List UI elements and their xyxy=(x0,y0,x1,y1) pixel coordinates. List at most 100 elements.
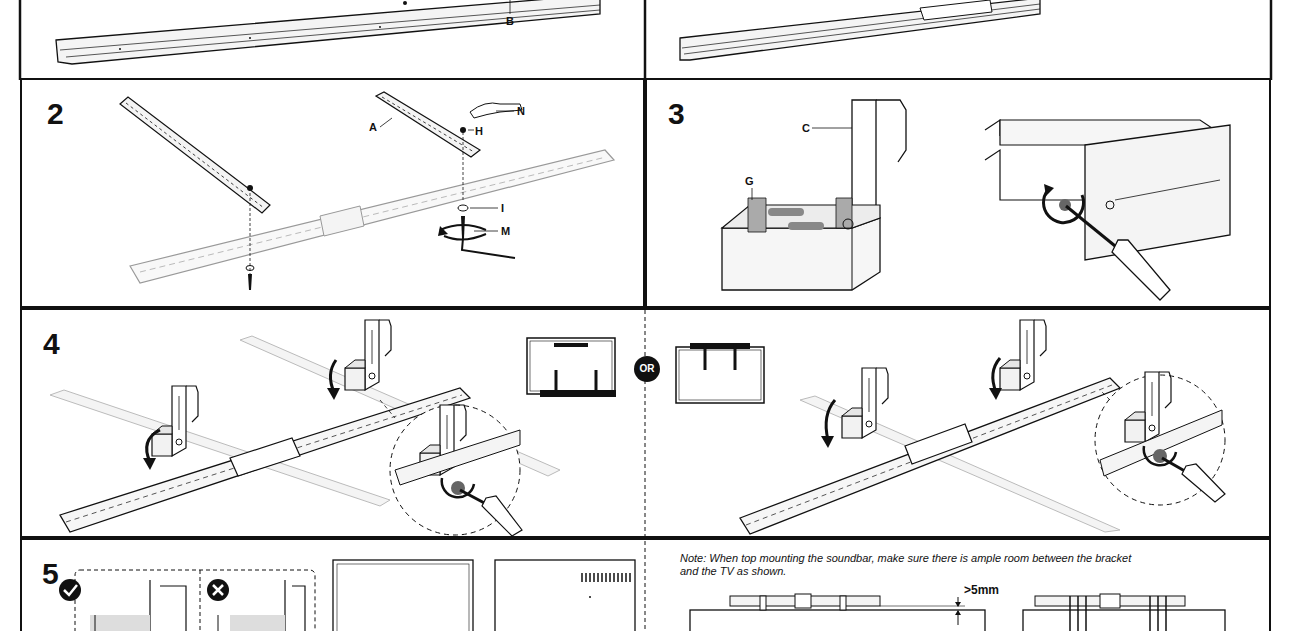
clearance-illustration xyxy=(59,560,1225,631)
clearance-illustration-part xyxy=(95,615,96,631)
clearance-illustration-part xyxy=(333,560,473,631)
part-letter: I xyxy=(501,202,504,214)
rail-assembly-illustration-part xyxy=(676,347,764,403)
bracket-arm-illustration-part xyxy=(250,188,251,280)
panel-grid-part xyxy=(644,0,647,80)
part-letter: C xyxy=(802,122,810,134)
hook-bracket-illustration-part xyxy=(722,218,880,290)
bracket-arm-illustration-part xyxy=(496,111,514,112)
rail-illustration-part xyxy=(119,48,121,50)
rail-assembly-illustration-part xyxy=(230,438,300,476)
clearance-illustration-part xyxy=(495,560,635,631)
rail-illustration-part xyxy=(920,0,992,20)
bracket-arm-illustration-part xyxy=(126,103,264,208)
rail-assembly-illustration-part xyxy=(143,458,156,470)
clearance-illustration-part xyxy=(218,615,219,631)
rail-assembly-illustration xyxy=(50,320,1225,536)
rail-assembly-illustration-part xyxy=(1000,320,1046,390)
rail-illustration-part xyxy=(510,0,511,14)
rail-illustration xyxy=(56,0,1040,64)
clearance-illustration-part xyxy=(589,596,591,598)
rail-assembly-illustration-part xyxy=(821,436,834,448)
rail-assembly-illustration-part xyxy=(740,378,1120,534)
clearance-illustration-part xyxy=(64,585,77,595)
rail-assembly-illustration-part xyxy=(1100,410,1222,476)
rail-assembly-illustration-part xyxy=(395,430,520,485)
rail-illustration-part xyxy=(680,0,1040,60)
rail-assembly-illustration-part xyxy=(690,343,750,349)
rail-assembly-illustration-part xyxy=(1182,464,1225,502)
rail-assembly-illustration-part xyxy=(345,320,391,390)
clearance-illustration-part xyxy=(200,570,201,631)
note-text: Note: When top mounting the soundbar, ma… xyxy=(680,552,1150,578)
hook-bracket-illustration-part xyxy=(752,188,753,200)
rail-assembly-illustration-part xyxy=(734,343,737,370)
dimension: >5mm xyxy=(964,584,999,596)
hook-bracket-illustration-part xyxy=(1044,184,1054,196)
clearance-illustration-part xyxy=(1023,610,1225,631)
clearance-illustration-part xyxy=(955,610,961,615)
hook-bracket-illustration-part xyxy=(788,222,824,230)
rail-assembly-illustration-part xyxy=(50,390,390,506)
rail-assembly-illustration-part xyxy=(905,424,972,464)
part-letter: N xyxy=(517,105,525,117)
clearance-illustration-part xyxy=(285,580,305,631)
clearance-illustration-part xyxy=(59,579,81,601)
bracket-arm-illustration-part xyxy=(468,130,474,131)
rail-assembly-illustration-part xyxy=(704,343,707,370)
rail-illustration-part xyxy=(249,37,251,39)
rail-assembly-illustration-part xyxy=(746,385,1112,525)
rail-assembly-illustration-part xyxy=(993,358,1000,392)
hook-bracket-illustration-part xyxy=(1106,201,1114,209)
hook-bracket-illustration-part xyxy=(876,100,906,162)
clearance-illustration-part xyxy=(230,615,285,631)
clearance-illustration-part xyxy=(880,606,965,607)
step-panel: 3 xyxy=(645,78,1271,308)
bracket-arm-illustration-part xyxy=(380,118,392,127)
hook-bracket-illustration-part xyxy=(768,208,804,216)
rail-assembly-illustration-part xyxy=(1095,375,1225,505)
part-letter: H xyxy=(475,125,483,137)
bracket-arm-illustration-part xyxy=(463,132,464,200)
rail-assembly-illustration-part xyxy=(1125,372,1171,442)
step-number: 2 xyxy=(47,99,64,129)
bracket-arm-illustration-part xyxy=(438,226,448,236)
panel-grid-part xyxy=(645,310,646,356)
rail-assembly-illustration-part xyxy=(554,343,588,347)
part-letter: A xyxy=(369,121,377,133)
hook-bracket-illustration-part xyxy=(1066,206,1120,250)
step-panel: 5 xyxy=(20,538,1271,631)
step-number: 5 xyxy=(42,559,59,589)
clearance-illustration-part xyxy=(1100,594,1120,608)
rail-assembly-illustration-part xyxy=(482,496,522,536)
rail-illustration-part xyxy=(60,5,600,50)
rail-assembly-illustration-part xyxy=(527,338,615,394)
clearance-illustration-part xyxy=(207,579,229,601)
bracket-arm-illustration-part xyxy=(376,92,480,157)
bracket-arm-illustration-part xyxy=(130,150,614,283)
panel-grid-part xyxy=(645,380,646,631)
rail-illustration-part xyxy=(403,1,407,5)
clearance-illustration-part xyxy=(582,573,630,582)
hook-bracket-illustration-part xyxy=(748,198,766,232)
hook-bracket-illustration-part xyxy=(1115,180,1220,200)
hook-bracket-illustration-part xyxy=(1112,240,1170,300)
rail-assembly-illustration-part xyxy=(330,360,336,392)
clearance-illustration-part xyxy=(690,610,985,631)
bracket-arm-illustration-part xyxy=(120,97,270,213)
step-number: 4 xyxy=(43,329,60,359)
rail-assembly-illustration-part xyxy=(380,400,395,418)
rail-assembly-illustration-part xyxy=(152,386,198,456)
rail-assembly-illustration-part xyxy=(555,370,558,390)
clearance-illustration-part xyxy=(150,580,186,631)
clearance-illustration-part xyxy=(795,594,811,608)
rail-assembly-illustration-part xyxy=(327,388,340,400)
rail-illustration-part xyxy=(66,10,600,57)
clearance-illustration-part xyxy=(90,615,150,631)
step-panel: 4OR xyxy=(20,308,1271,538)
part-letter: M xyxy=(501,225,510,237)
rail-assembly-illustration-part xyxy=(989,388,1002,400)
bracket-arm-illustration-part xyxy=(462,238,515,258)
step-panel: 2 xyxy=(20,78,645,308)
panel-grid xyxy=(20,0,1271,631)
